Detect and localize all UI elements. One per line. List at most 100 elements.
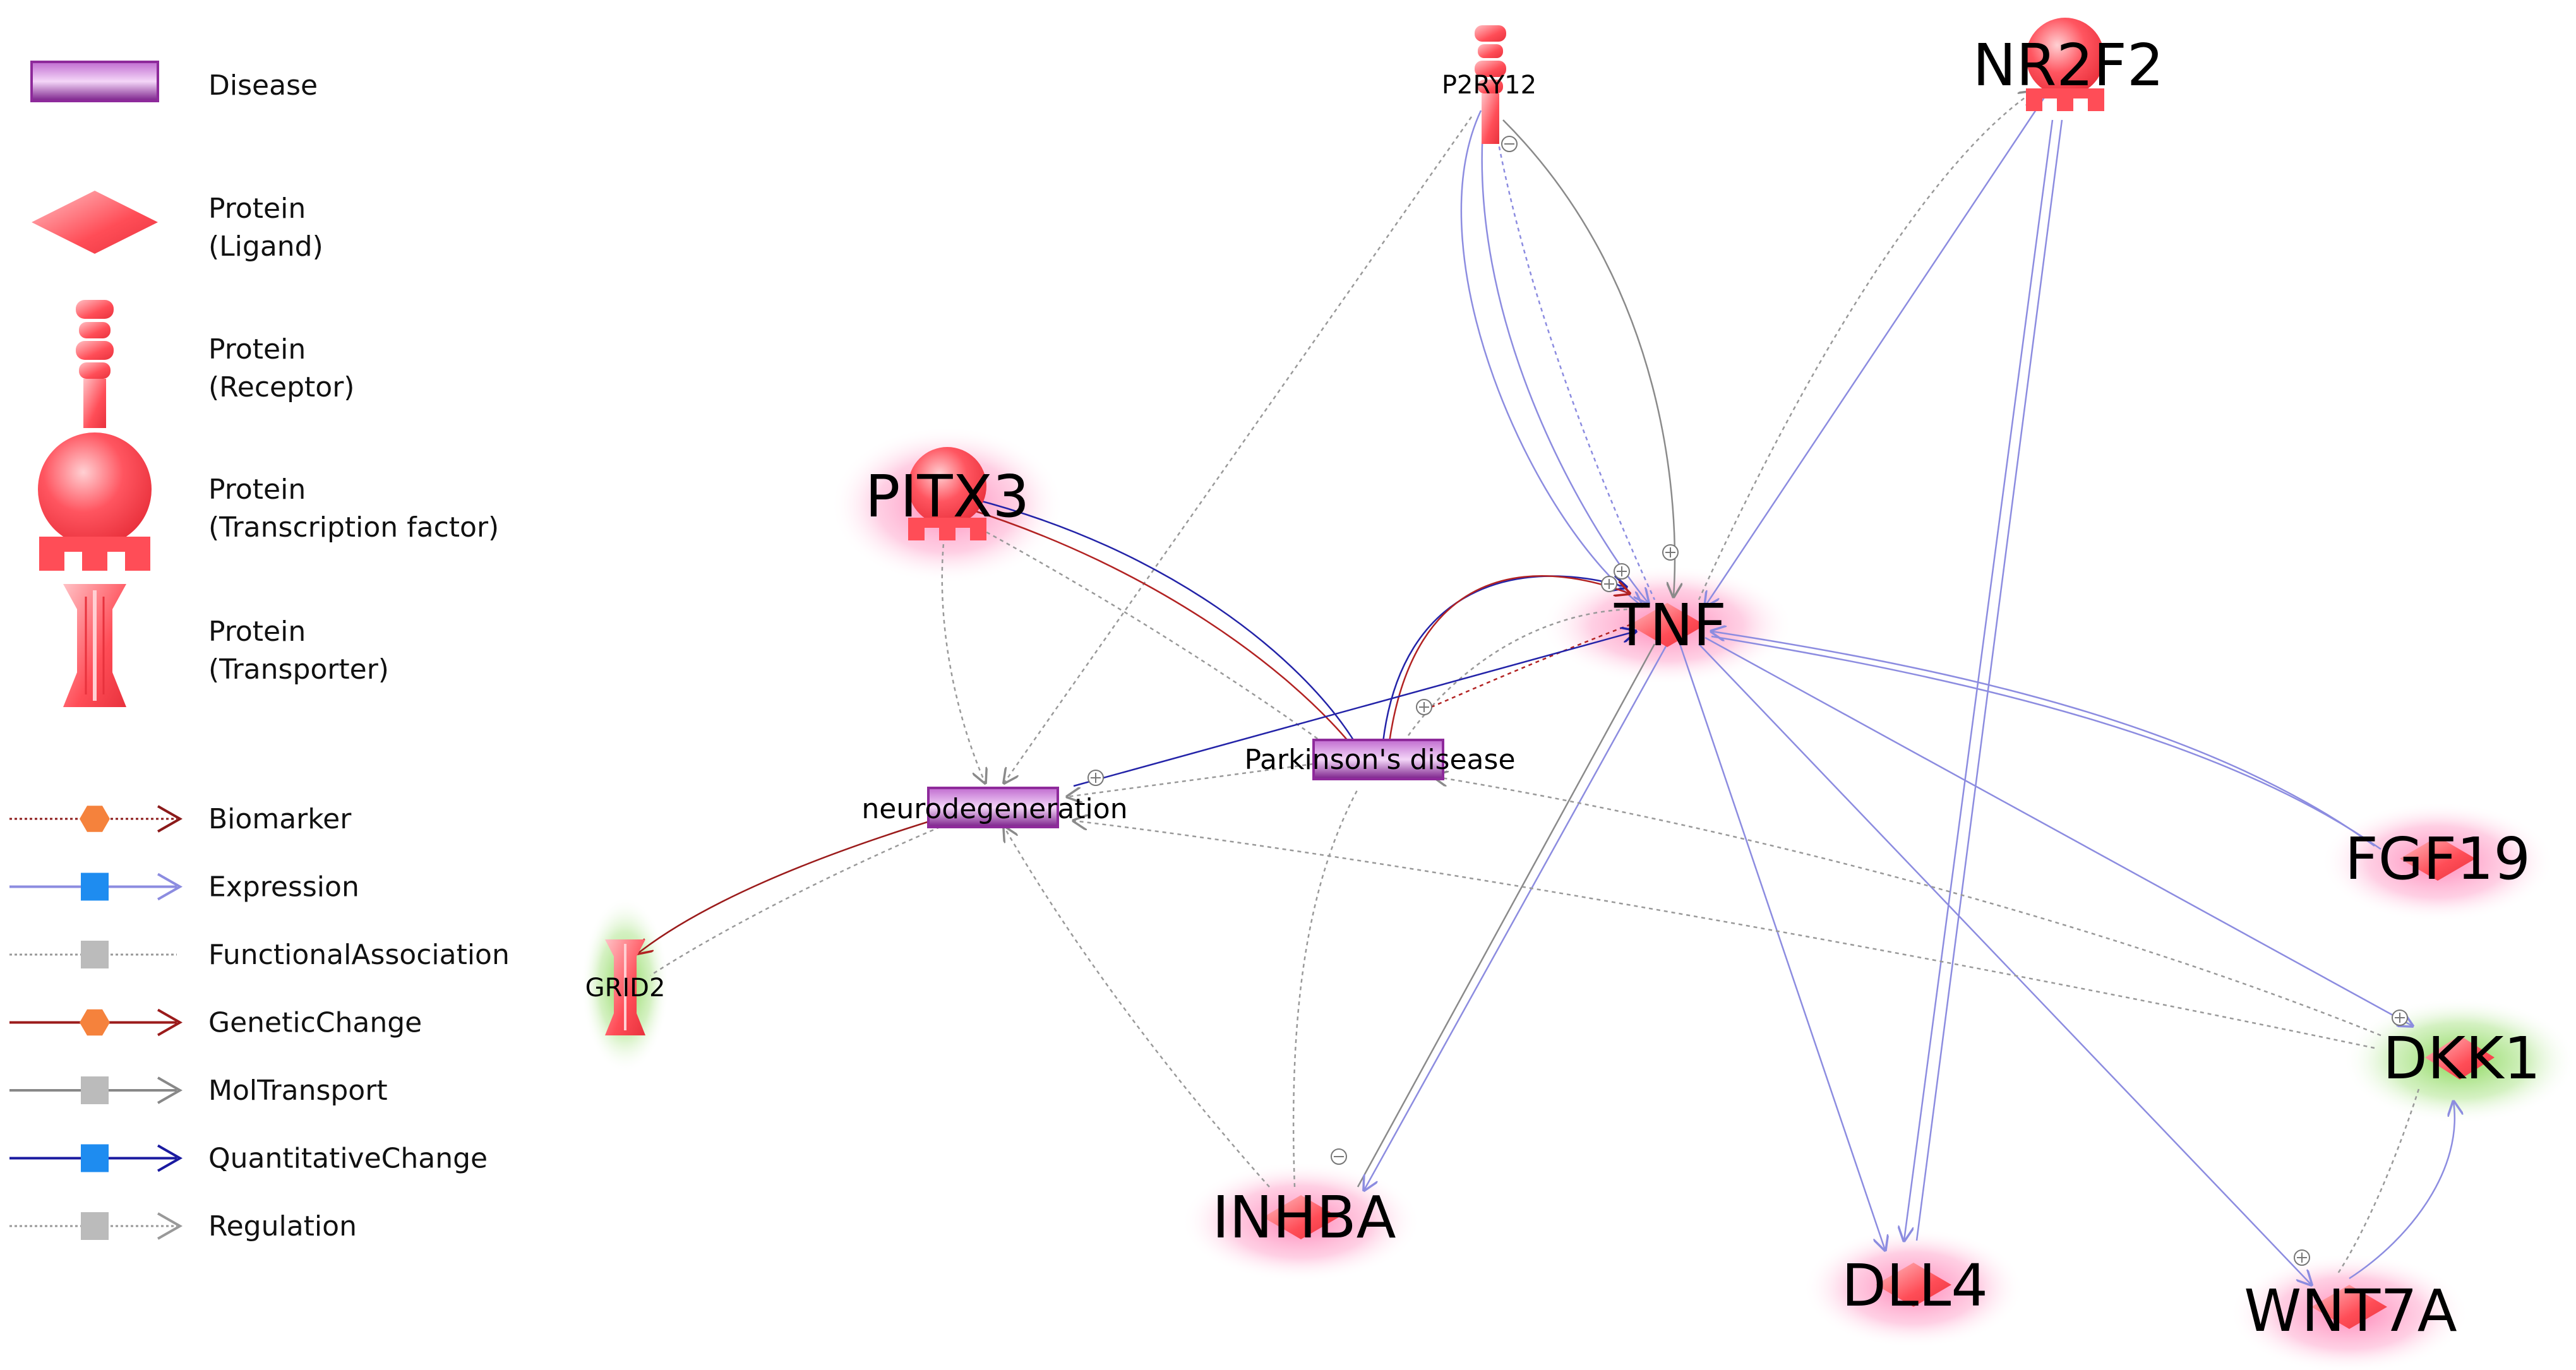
edge-nr2f2-dll4-2 [1915,119,2063,1241]
node-parkinsons-label: Parkinson's disease [1244,744,1515,776]
edge-fgf19-tnf-1 [1711,631,2375,847]
square-marker-icon [81,873,109,901]
legend-disease: Disease [30,61,318,102]
edge-p2ry12-tnf-expression-1 [1460,110,1642,606]
arrowhead-icon [157,1212,183,1240]
node-nr2f2[interactable]: NR2F2 [1973,18,2164,111]
edge-pitx3-neurodegeneration [941,536,985,783]
node-neurodegeneration-label: neurodegeneration [861,793,1127,825]
node-tnf-label: TNF [1614,592,1727,659]
arrowhead-icon [157,805,183,833]
legend-transporter-line1: Protein [208,616,306,648]
node-p2ry12[interactable]: P2RY12 [1442,25,1537,144]
edge-parkinsons-tnf-quant [1382,575,1626,742]
legend-tf: Protein (Transcription factor) [38,432,499,571]
node-dkk1[interactable]: DKK1 [2383,1025,2541,1092]
transcription-factor-icon [2026,18,2104,111]
legend-ligand-line1: Protein [208,193,306,225]
legend-edge-label: Expression [208,871,359,903]
edge-pitx3-parkinsons-quant [972,497,1356,742]
square-marker-icon [81,1144,109,1172]
edges [638,92,2455,1285]
node-wnt7a[interactable]: WNT7A [2244,1277,2457,1345]
node-glows [581,426,2576,1370]
edge-fgf19-tnf-2 [1711,635,2381,850]
legend-edge-label: FunctionalAssociation [208,939,510,971]
edge-parkinsons-tnf-biomarker-2 [1423,624,1630,712]
edge-dkk1-neurodegeneration [1074,821,2375,1049]
edge-p2ry12-tnf-moltransport [1502,119,1675,597]
transporter-icon [605,939,645,1035]
legend-edge-quantitativechange: QuantitativeChange [9,1143,488,1175]
legend-edge-label: QuantitativeChange [208,1143,488,1175]
disease-symbol-icon [30,61,159,102]
square-marker-icon [81,1076,109,1104]
node-nr2f2-label: NR2F2 [1973,32,2164,99]
legend-tf-line2: (Transcription factor) [208,511,499,544]
arrowhead-icon [157,873,183,901]
edge-tnf-inhba-moltransport [1357,643,1656,1188]
node-fgf19[interactable]: FGF19 [2345,825,2531,893]
legend-edge-expression: Expression [9,871,359,903]
node-parkinsons[interactable]: Parkinson's disease [1244,739,1516,780]
edge-dkk1-wnt7a-reg [2335,1088,2420,1276]
legend: Disease Protein (Ligand) Protein (Recept… [9,61,510,1242]
edge-pitx3-parkinsons-biomarker [966,507,1352,746]
legend-edge-biomarker: Biomarker [9,803,352,835]
node-dll4[interactable]: DLL4 [1842,1252,1988,1319]
legend-ligand: Protein (Ligand) [32,191,323,263]
legend-transporter-line2: (Transporter) [208,653,389,686]
edge-nr2f2-dll4-1 [1904,119,2054,1241]
legend-disease-label: Disease [208,69,318,102]
node-inhba-label: INHBA [1212,1184,1396,1251]
arrowhead-icon [157,1008,183,1037]
legend-transporter: Protein (Transporter) [63,584,389,707]
edge-tnf-nr2f2-regulation [1698,92,2034,600]
node-grid2[interactable]: GRID2 [585,939,666,1035]
node-fgf19-label: FGF19 [2345,825,2531,893]
receptor-symbol-icon [76,300,114,428]
legend-edge-types: BiomarkerExpressionFunctionalAssociation… [9,803,510,1242]
ligand-icon [1263,1195,1339,1239]
arrowhead-icon [157,1144,183,1172]
legend-edge-geneticchange: GeneticChange [9,1007,422,1039]
receptor-icon [1475,25,1506,144]
node-neurodegeneration[interactable]: neurodegeneration [861,787,1128,828]
edge-neurodegeneration-grid2-genetic [638,819,932,953]
edge-parkinsons-tnf-biomarker [1388,575,1629,742]
legend-edge-label: Regulation [208,1210,357,1242]
ligand-icon [1876,1263,1951,1307]
node-p2ry12-label: P2RY12 [1442,71,1537,100]
disease-icon [1312,739,1444,780]
edge-parkinsons-tnf-reg [1407,608,1630,736]
transcription-factor-symbol-icon [38,432,152,571]
node-grid2-label: GRID2 [585,974,666,1003]
node-dll4-label: DLL4 [1842,1252,1988,1319]
edge-pitx3-parkinsons-reg [959,516,1327,746]
node-tnf[interactable]: TNF [1614,592,1727,659]
legend-edge-label: MolTransport [208,1075,388,1107]
node-pitx3[interactable]: PITX3 [865,447,1029,540]
legend-edge-functionalassociation: FunctionalAssociation [9,939,510,971]
legend-edge-label: GeneticChange [208,1007,422,1039]
ligand-icon [2311,1285,2387,1329]
node-wnt7a-label: WNT7A [2244,1277,2457,1345]
edge-inhba-neurodegeneration [1004,827,1270,1188]
transcription-factor-icon [908,447,986,540]
legend-edge-regulation: Regulation [9,1210,357,1242]
disease-icon [927,787,1059,828]
edge-parkinsons-neurodegeneration [1067,763,1314,797]
node-inhba[interactable]: INHBA [1212,1184,1396,1251]
edge-tnf-dll4 [1679,643,1885,1250]
edge-p2ry12-tnf-expression-2 [1481,113,1648,603]
edge-nr2f2-tnf-expression [1705,94,2047,606]
hexagon-marker-icon [80,806,110,832]
legend-tf-line1: Protein [208,474,306,506]
hexagon-marker-icon [80,1009,110,1036]
edge-tnf-dkk1 [1704,636,2412,1026]
ligand-icon [2400,837,2476,881]
edge-tnf-wnt7a [1698,643,2311,1285]
edge-p2ry12-tnf-regulation [1492,116,1656,600]
edge-neurodegeneration-tnf [1073,631,1636,787]
